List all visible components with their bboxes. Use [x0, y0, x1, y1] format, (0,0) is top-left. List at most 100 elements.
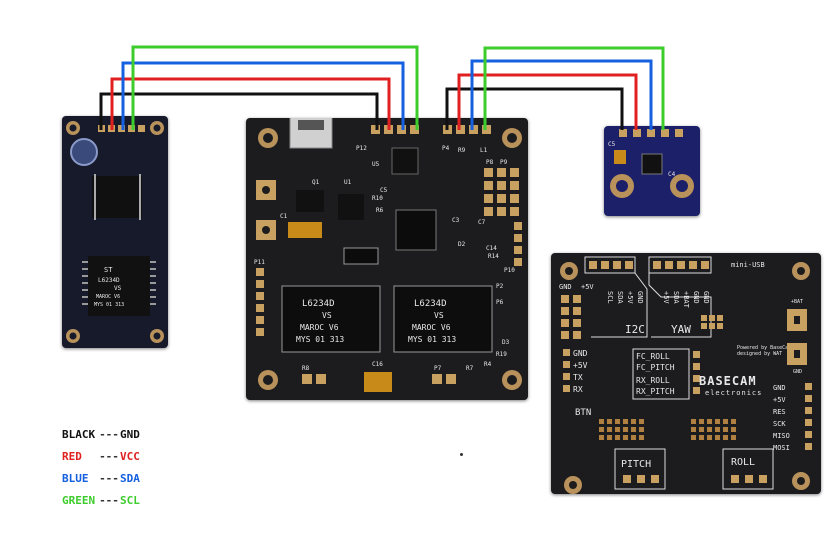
i2c-pin-gnd: GND	[636, 291, 644, 304]
left-pin-tx: TX	[573, 373, 583, 382]
wire-vcc-right	[457, 73, 638, 130]
legend-color-red: RED	[62, 450, 82, 463]
yaw-pin-sda: SDA	[672, 291, 680, 304]
sensor-label-c5: C5	[608, 141, 616, 148]
legend-color-black: BLACK	[62, 428, 96, 441]
label-p11: P11	[254, 259, 265, 266]
right-pin-5v: +5V	[773, 396, 786, 404]
left-pin-gnd: GND	[573, 349, 588, 358]
legend-color-green: GREEN	[62, 494, 96, 507]
left-chip-line3: MAROC V6	[96, 294, 120, 300]
controller-board: L6234D VS MAROC V6 MYS 01 313 L6234D VS …	[246, 109, 528, 400]
basecam-board: mini-USB SCL SDA +5V GND +5V SDA +BAT GN…	[551, 253, 821, 494]
i2c-label: I2C	[625, 323, 645, 336]
legend-signal-vcc: VCC	[120, 450, 140, 463]
bat-plus-label: +BAT	[791, 299, 803, 305]
driver2-line1: L6234D	[414, 299, 447, 309]
label-r10: R10	[372, 195, 383, 202]
right-pin-mosi: MOSI	[773, 444, 790, 452]
label-d3: D3	[502, 339, 510, 346]
basecam-subtitle: electronics	[705, 389, 762, 397]
powered-by-line1: Powered by BaseCam	[737, 345, 791, 351]
label-p4: P4	[442, 145, 450, 152]
left-board-art: ST L6234D VS MAROC V6 MYS 01 313	[66, 121, 164, 343]
wire-sda-right	[470, 59, 653, 130]
label-u1: U1	[344, 179, 352, 186]
i2c-pin-scl: SCL	[606, 291, 614, 304]
yaw-label: YAW	[671, 323, 691, 336]
legend-row-vcc: RED---VCC	[62, 446, 140, 468]
legend-row-scl: GREEN---SCL	[62, 490, 140, 512]
right-pin-sck: SCK	[773, 420, 786, 428]
powered-by-line2: designed by WAT	[737, 351, 782, 357]
btn-label: BTN	[575, 408, 591, 418]
sensor-board: C5 C4	[604, 126, 700, 216]
driver1-line2: VS	[322, 311, 332, 320]
right-pin-miso: MISO	[773, 432, 790, 440]
left-pin-rx: RX	[573, 385, 583, 394]
legend-signal-sda: SDA	[120, 472, 140, 485]
label-p2: P2	[496, 283, 504, 290]
i2c-pin-5v: +5V	[626, 291, 634, 304]
yaw-pin-gnd1: GND	[692, 291, 700, 304]
driver1-line3: MAROC V6	[300, 323, 339, 332]
wire-sda-left	[121, 61, 405, 130]
label-d2: D2	[458, 241, 466, 248]
label-r9: R9	[458, 147, 466, 154]
rx-pitch-label: RX_PITCH	[636, 387, 675, 396]
stray-dot	[460, 453, 463, 456]
label-p8: P8	[486, 159, 494, 166]
roll-label: ROLL	[731, 457, 755, 468]
label-c16: C16	[372, 361, 383, 368]
left-chip-line2: VS	[114, 285, 122, 292]
controller-art: L6234D VS MAROC V6 MYS 01 313 L6234D VS …	[254, 109, 522, 392]
legend-row-sda: BLUE---SDA	[62, 468, 140, 490]
wire-legend: BLACK---GND RED---VCC BLUE---SDA GREEN--…	[62, 424, 140, 512]
mini-usb-label: mini-USB	[731, 261, 765, 269]
driver2-line3: MAROC V6	[412, 323, 451, 332]
label-c5: C5	[380, 187, 388, 194]
bat-gnd-label: GND	[793, 369, 802, 375]
driver1-line4: MYS 01 313	[296, 335, 344, 344]
label-p7: P7	[434, 365, 442, 372]
driver1-line1: L6234D	[302, 299, 335, 309]
pitch-label: PITCH	[621, 459, 651, 470]
fc-roll-label: FC_ROLL	[636, 352, 670, 361]
label-u5: U5	[372, 161, 380, 168]
label-c14: C14	[486, 245, 497, 252]
label-r6: R6	[376, 207, 384, 214]
legend-color-blue: BLUE	[62, 472, 89, 485]
wire-gnd-right	[445, 87, 624, 130]
yaw-pin-bat: +BAT	[682, 291, 690, 309]
legend-signal-scl: SCL	[120, 494, 140, 507]
sensor-art: C5 C4	[608, 129, 694, 198]
wire-scl-right	[483, 46, 665, 130]
left-chip-line4: MYS 01 313	[94, 302, 124, 308]
i2c-pin-sda: SDA	[616, 291, 624, 304]
driver2-line4: MYS 01 313	[408, 335, 456, 344]
basecam-title: BASECAM	[699, 374, 757, 388]
label-p6: P6	[496, 299, 504, 306]
wire-gnd-left	[99, 92, 379, 130]
label-r14: R14	[488, 253, 499, 260]
left-pin-5v: +5V	[573, 361, 588, 370]
left-chip-line1: L6234D	[98, 277, 120, 284]
sensor-label-c4: C4	[668, 171, 676, 178]
wire-scl-left	[131, 45, 419, 130]
label-p9: P9	[500, 159, 508, 166]
right-pin-res: RES	[773, 408, 786, 416]
gnd-top-label: GND	[559, 283, 572, 291]
wire-vcc-left	[110, 77, 391, 130]
plus5v-top-label: +5V	[581, 283, 594, 291]
driver2-line2: VS	[434, 311, 444, 320]
label-r8: R8	[302, 365, 310, 372]
right-pin-gnd: GND	[773, 384, 786, 392]
left-board: ST L6234D VS MAROC V6 MYS 01 313	[62, 116, 168, 348]
fc-pitch-label: FC_PITCH	[636, 363, 675, 372]
label-r7: R7	[466, 365, 474, 372]
label-p12: P12	[356, 145, 367, 152]
legend-row-gnd: BLACK---GND	[62, 424, 140, 446]
label-p10: P10	[504, 267, 515, 274]
label-c3: C3	[452, 217, 460, 224]
